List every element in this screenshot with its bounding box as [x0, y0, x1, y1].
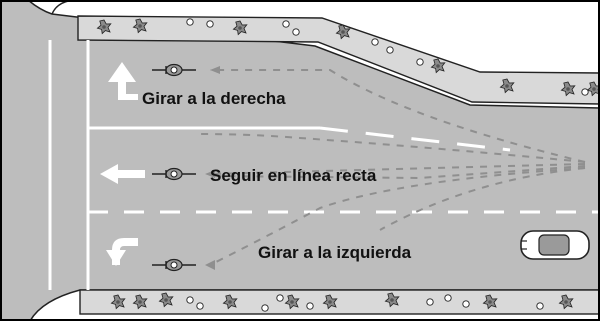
label-left-turn: Girar a la izquierda: [258, 243, 412, 262]
arrow-right-turn-icon: [108, 62, 138, 100]
arrow-straight-icon: [100, 164, 145, 184]
lane-line-dashed-upper: [319, 126, 511, 152]
label-right-turn: Girar a la derecha: [142, 89, 286, 108]
planter-pebbles: [186, 18, 589, 312]
car-icon: [520, 230, 590, 260]
bottom-planter-strip: [79, 289, 600, 315]
label-straight: Seguir en línea recta: [210, 166, 377, 185]
arrow-left-turn-icon: [106, 238, 138, 266]
bike-paths: [199, 69, 586, 266]
top-planter-strip: [77, 15, 600, 105]
